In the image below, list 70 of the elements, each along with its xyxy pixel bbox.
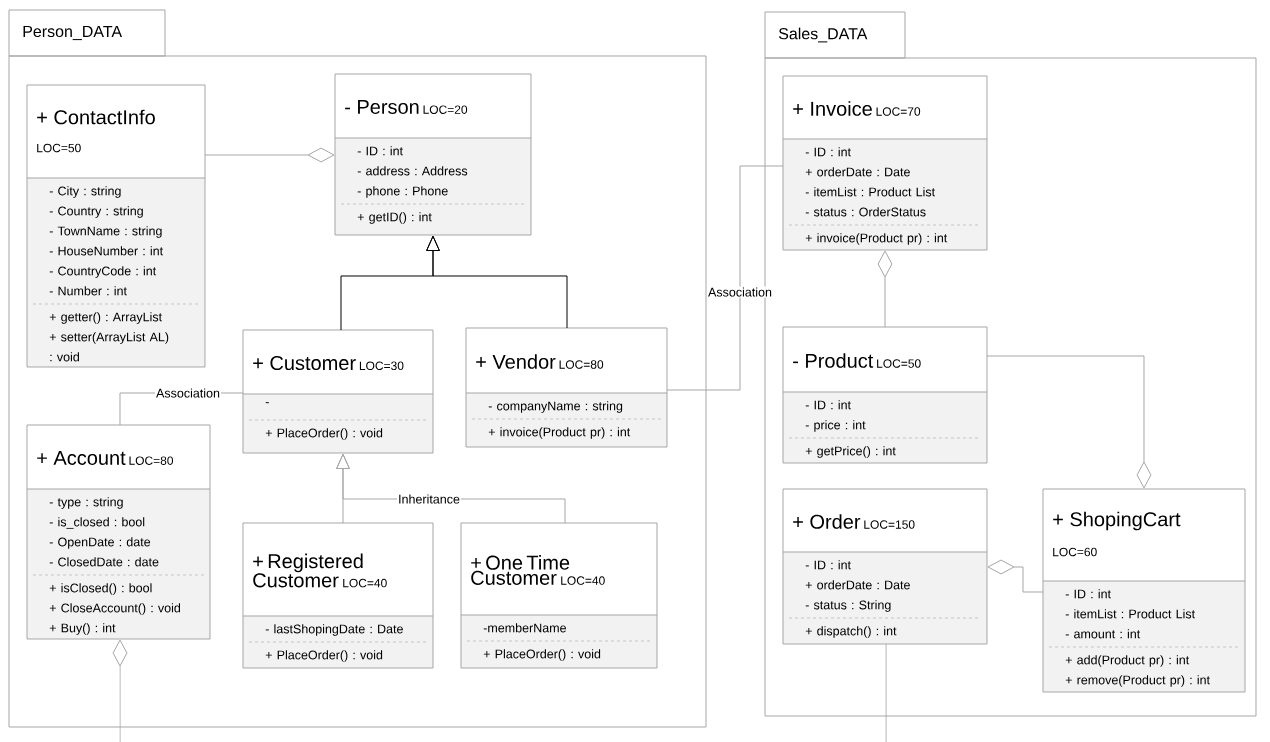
- member-text: - price : int: [805, 420, 866, 432]
- class-title: - Product LOC=50: [793, 353, 921, 368]
- member-text: - status : String: [805, 600, 891, 612]
- member-text: - address : Address: [357, 166, 468, 176]
- member-text: - CountryCode : int: [49, 266, 157, 278]
- member-text: - is_closed : bool: [49, 517, 145, 529]
- member-text: - status : OrderStatus: [805, 207, 926, 217]
- member-text: - City : string: [49, 186, 121, 198]
- class-title: + Order LOC=150: [793, 514, 915, 529]
- member-text: -memberName: [483, 623, 566, 633]
- member-text: + getPrice() : int: [805, 446, 896, 458]
- member-text: + orderDate : Date: [805, 167, 910, 177]
- class-title: + Invoice LOC=70: [793, 101, 921, 116]
- member-text: + setter(ArrayList AL) : void: [49, 332, 169, 362]
- member-text: - ID : int: [1065, 589, 1111, 599]
- member-text: + getter() : ArrayList: [49, 312, 162, 324]
- member-text: + invoice(Product pr) : int: [488, 427, 631, 439]
- node-label: Sales_DATA: [778, 27, 868, 43]
- class-title: + ShopingCart: [1053, 511, 1181, 531]
- member-text: - ID : int: [805, 560, 851, 570]
- inheritance-arrow: [426, 235, 568, 329]
- aggregation-line: [986, 355, 1152, 489]
- association-line: [666, 165, 784, 391]
- member-text: - type : string: [49, 497, 123, 509]
- class-title: + One Time Customer LOC=40: [471, 555, 605, 585]
- edge-label: Association: [707, 286, 773, 298]
- edge-label: Inheritance: [397, 493, 461, 505]
- edge-label: Association: [155, 387, 221, 399]
- association-line: [885, 643, 887, 742]
- class-title: + ContactInfo: [37, 109, 155, 125]
- aggregation-line: [204, 147, 335, 163]
- member-text: - lastShopingDate : Date: [265, 624, 403, 636]
- member-text: -: [265, 402, 269, 404]
- member-text: - companyName : string: [488, 401, 623, 413]
- class-title: + Customer LOC=30: [253, 355, 404, 371]
- member-text: - itemList : Product List: [805, 187, 935, 197]
- member-text: - ID : int: [357, 146, 403, 156]
- member-text: + remove(Product pr) : int: [1065, 675, 1210, 687]
- member-text: + add(Product pr) : int: [1065, 655, 1190, 667]
- member-text: - HouseNumber : int: [49, 246, 163, 256]
- loc-text: LOC=50: [37, 143, 81, 153]
- member-text: - phone : Phone: [357, 186, 448, 198]
- member-text: + Buy() : int: [49, 623, 116, 635]
- member-text: - OpenDate : date: [49, 537, 151, 549]
- member-text: + PlaceOrder() : void: [265, 650, 383, 662]
- loc-text: LOC=60: [1053, 547, 1097, 557]
- member-text: - amount : int: [1065, 629, 1141, 639]
- aggregation-line: [987, 559, 1044, 593]
- aggregation-line: [112, 639, 128, 742]
- member-text: + PlaceOrder() : void: [265, 428, 383, 440]
- class-title: + Vendor LOC=80: [476, 354, 604, 369]
- member-text: + PlaceOrder() : void: [483, 649, 601, 661]
- class-title: - Person LOC=20: [345, 100, 468, 114]
- aggregation-line: [877, 250, 893, 328]
- member-text: - itemList : Product List: [1065, 609, 1195, 619]
- member-text: + getID() : int: [357, 212, 432, 224]
- class-title: + Registered Customer LOC=40: [253, 553, 387, 588]
- member-text: - Number : int: [49, 286, 127, 296]
- member-text: + isClosed() : bool: [49, 583, 152, 595]
- member-text: - TownName : string: [49, 226, 162, 238]
- member-text: - ID : int: [805, 147, 851, 157]
- member-text: + invoice(Product pr) : int: [805, 233, 948, 245]
- member-text: + dispatch() : int: [805, 626, 897, 638]
- member-text: - ID : int: [805, 400, 851, 410]
- member-text: - ClosedDate : date: [49, 557, 159, 567]
- class-title: + Account LOC=80: [37, 451, 174, 465]
- member-text: - Country : string: [49, 206, 143, 218]
- member-text: + orderDate : Date: [805, 580, 910, 590]
- node-label: Person_DATA: [23, 25, 123, 41]
- member-text: + CloseAccount() : void: [49, 603, 181, 615]
